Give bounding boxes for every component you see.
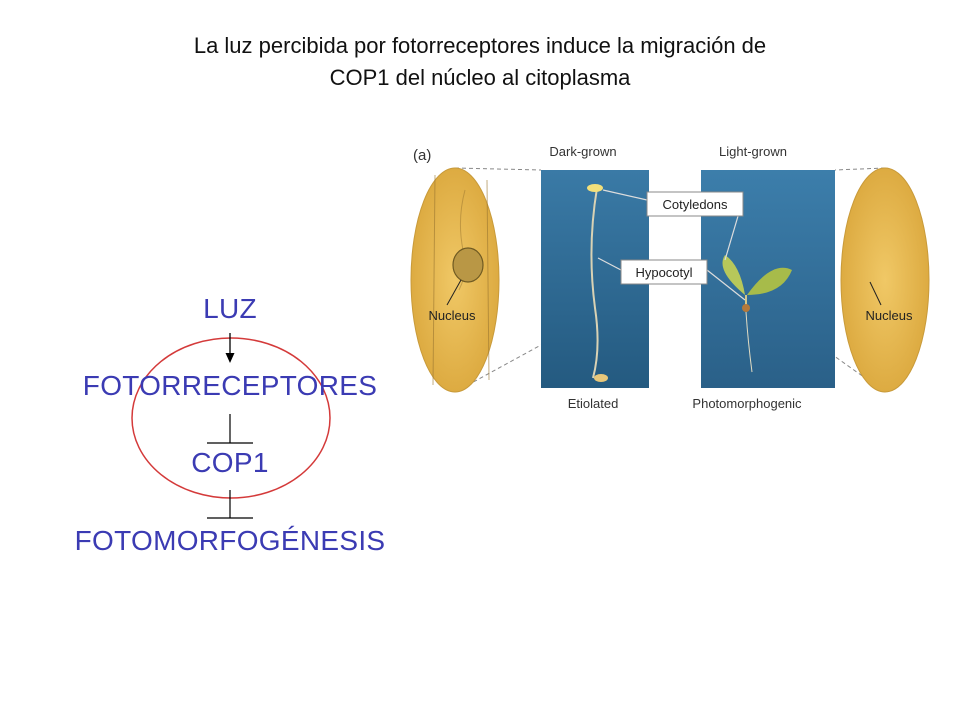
title-line-1: La luz percibida por fotorreceptores ind… [193,33,767,58]
activation-arrowhead [225,353,235,363]
node-fotorreceptores: FOTORRECEPTORES [82,370,378,401]
label-nucleus-left: Nucleus [429,308,476,323]
etiolated-seed [594,374,608,382]
connector-right-top [834,167,886,171]
nucleus-shape-left [452,247,484,283]
signaling-pathway: LUZ FOTORRECEPTORES COP1 FOTOMORFOGÉNESI… [74,293,386,556]
cotyledons-callout: Cotyledons [602,189,744,261]
nucleus-pointer-left [446,279,462,306]
nucleus-pointer-right [869,281,882,306]
header-light-grown: Light-grown [719,144,787,159]
light-cotyledon-right [747,267,792,295]
label-hypocotyl: Hypocotyl [635,265,692,280]
node-luz: LUZ [203,293,257,324]
light-grown-cell: Nucleus [840,167,930,393]
label-nucleus-right: Nucleus [866,308,913,323]
title-line-2: COP1 del núcleo al citoplasma [329,65,631,90]
node-fotomorfogenesis: FOTOMORFOGÉNESIS [74,525,386,556]
light-cotyledon-left [722,255,745,295]
label-etiolated: Etiolated [568,396,619,411]
etiolated-cotyledons [587,184,603,192]
pathway-lines [131,333,331,519]
header-dark-grown: Dark-grown [549,144,616,159]
hypocotyl-callout: Hypocotyl [597,257,746,301]
label-cotyledons: Cotyledons [662,197,728,212]
panel-label: (a) [413,147,431,164]
etiolated-hypocotyl [590,187,599,379]
slide-title: La luz percibida por fotorreceptores ind… [0,30,960,94]
node-cop1: COP1 [191,447,269,478]
highlight-ellipse [131,337,331,499]
seedling-figure: (a) Dark-grown Light-grown Nucleus Nuc [410,144,930,411]
light-seed [742,304,750,312]
label-photomorphogenic: Photomorphogenic [692,396,802,411]
connector-left-top [454,167,542,171]
dark-grown-cell: Nucleus [410,167,500,393]
light-root [745,311,753,373]
